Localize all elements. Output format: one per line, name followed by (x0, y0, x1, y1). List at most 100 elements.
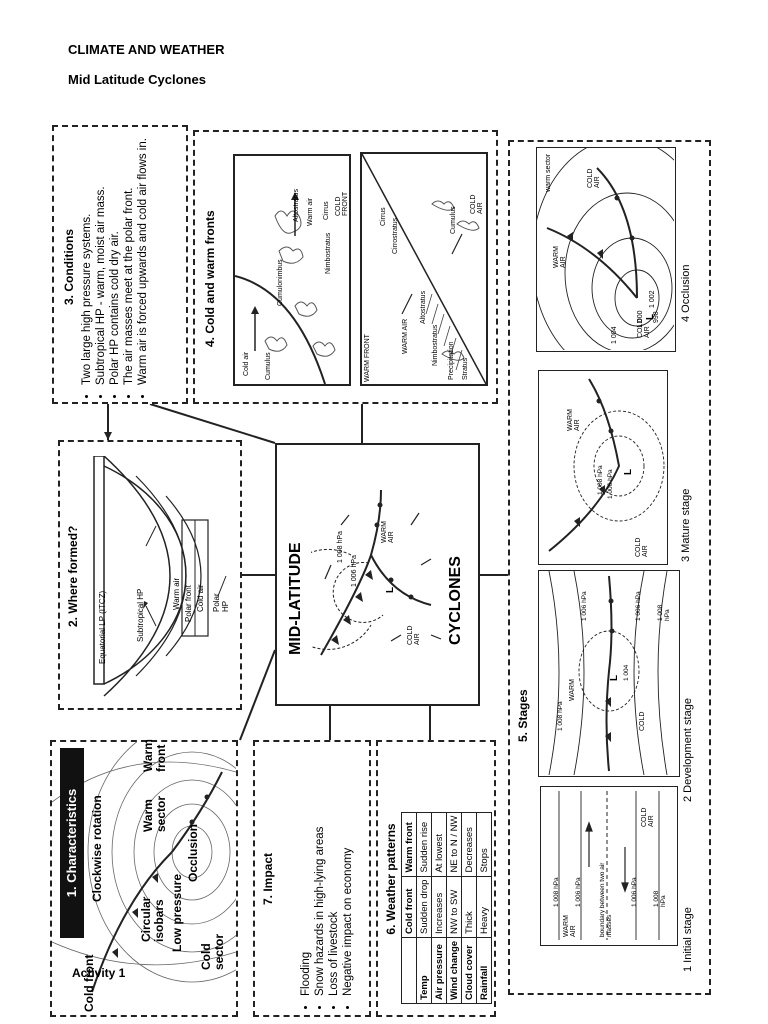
table-row: Temp Sudden drop Sudden rise (416, 812, 432, 1004)
activity-label: Activity 1 (72, 966, 126, 980)
table-cell: Cold front (401, 876, 417, 938)
development-diagram (548, 570, 668, 776)
conditions-bullet: Subtropical HP - warm, moist air mass. (94, 135, 108, 385)
mature-panel: WARM AIR COLD AIR 1 008 hPa 1 006 hPa L (538, 370, 668, 565)
characteristics-label: Circular isobars (139, 896, 166, 942)
mature-cold: COLD AIR (635, 537, 649, 557)
center-low: L (385, 586, 396, 593)
table-cell: Sudden drop (416, 876, 432, 938)
initial-isobar: 1 008 hPa (653, 890, 667, 907)
development-panel: 1 008 hPa 1 006 hPa 1 004 1 006 hPa 1 00… (538, 570, 680, 777)
conditions-content: 3. Conditions Two large high pressure sy… (62, 135, 184, 399)
occlusion-caption: 4 Occlusion (680, 264, 692, 322)
table-cell: Warm front (401, 812, 417, 877)
characteristics-label: Warm sector (141, 795, 168, 832)
initial-boundary: boundary between two air masses (599, 862, 613, 937)
center-box: MID-LATITUDE CYCLONES 1 008 hPa 1 006 hP… (275, 443, 480, 706)
cold-front-label: Cumulonimbus (277, 259, 284, 306)
mature-caption: 3 Mature stage (680, 488, 692, 562)
characteristics-label: Warm front (141, 739, 168, 772)
fronts-title: 4. Cold and warm fronts (203, 210, 217, 347)
cold-front-panel: COLD FRONT Cirrus Warm air Altostratus C… (233, 154, 351, 386)
characteristics-title: 1. Characteristics (60, 748, 84, 938)
where-label: Polar HP (212, 593, 230, 612)
occlusion-label: 1 000 (637, 310, 644, 328)
warm-front-label: Cirrostratus (392, 217, 399, 254)
development-isobar: 1 008 hPa (557, 701, 564, 731)
conditions-bullet: Warm air is forced upwards and cold air … (136, 135, 150, 385)
table-cell: NW to SW (446, 876, 462, 938)
warm-front-label: Precipitation (448, 341, 455, 380)
cold-front-diagram (234, 192, 336, 385)
occlusion-label: 1 004 (611, 326, 618, 344)
conditions-bullet: Polar HP contains cold dry air. (108, 135, 122, 385)
characteristics-label: Cold sector (199, 933, 226, 970)
occlusion-label: COLD AIR (587, 168, 601, 188)
initial-isobar: 1 008 hPa (553, 877, 560, 907)
development-isobar: 1 004 (623, 664, 630, 681)
table-cell: At lowest (431, 812, 447, 877)
initial-cold: COLD AIR (641, 807, 655, 827)
initial-warm: WARM AIR (563, 915, 577, 937)
warm-front-label: COLD AIR (470, 194, 484, 214)
center-cold-air: COLD AIR (407, 625, 421, 645)
table-cell: Air pressure (431, 937, 447, 1004)
table-cell: Decreases (461, 812, 477, 877)
warm-front-diagram (361, 153, 487, 385)
table-cell (401, 937, 417, 1004)
warm-front-label: Cirrus (380, 207, 387, 226)
where-formed-title: 2. Where formed? (66, 525, 80, 627)
stages-box: 5. Stages COLD AIR warm sector WARM AIR … (508, 137, 713, 995)
development-isobar: 1 008 hPa (657, 604, 671, 621)
table-cell: Heavy (476, 876, 492, 938)
cold-front-heading: COLD FRONT (335, 191, 349, 216)
conditions-bullet: The air masses meet at the polar front. (122, 135, 136, 385)
occlusion-label: 1 002 (649, 290, 656, 308)
cold-front-label: Warm air (307, 197, 314, 226)
mature-diagram (548, 378, 665, 552)
development-cold: COLD (639, 711, 646, 731)
where-label: Equatorial LP (ITCZ) (98, 590, 107, 664)
cold-front-label: Cirrus (323, 201, 330, 220)
cold-front-label: Cumulus (265, 352, 272, 380)
characteristics-label: Clockwise rotation (90, 795, 104, 902)
development-isobar: 1 006 hPa (635, 591, 642, 621)
cold-front-label: Nimbostratus (325, 232, 332, 274)
table-cell: Increases (431, 876, 447, 938)
fronts-box: 4. Cold and warm fronts COLD FRONT Cirru… (193, 130, 498, 404)
weather-title: 6. Weather patterns (384, 823, 398, 935)
center-warm-air: WARM AIR (381, 521, 395, 543)
conditions-box: 3. Conditions Two large high pressure sy… (52, 125, 188, 404)
table-cell: Cloud cover (461, 937, 477, 1004)
warm-front-label: Stratus (462, 357, 469, 380)
table-cell: Thick (461, 876, 477, 938)
table-row: Cold front Warm front (401, 812, 417, 1004)
stages-title: 5. Stages (516, 689, 530, 742)
characteristics-box: 1. Characteristics Clockwise rotation Wa… (50, 739, 238, 1017)
conditions-title: 3. Conditions (62, 229, 76, 305)
cold-front-label: Altostratus (293, 188, 300, 222)
impact-bullet: Loss of livestock (327, 748, 341, 996)
warm-front-label: Altostratus (420, 290, 427, 324)
occlusion-label: WARM AIR (553, 246, 567, 268)
mature-low: L (623, 468, 634, 475)
initial-panel: 1 008 hPa 1 006 hPa 1 006 hPa 1 008 hPa … (540, 786, 678, 946)
where-label: Warm air (172, 577, 181, 610)
where-label: Cold air (196, 584, 205, 612)
center-isobar: 1 008 hPa (337, 531, 344, 563)
development-low: L (609, 674, 620, 681)
table-cell: Stops (476, 812, 492, 877)
where-label: Subtropical HP (136, 588, 145, 642)
where-formed-diagram (93, 456, 227, 697)
impact-list: Flooding Snow hazards in high-lying area… (299, 748, 355, 1010)
table-row: Air pressure Increases At lowest (431, 812, 447, 1004)
warm-front-heading: WARM FRONT (364, 334, 371, 382)
weather-content: 6. Weather patterns Cold front Warm fron… (384, 754, 492, 1004)
initial-isobar: 1 006 hPa (631, 877, 638, 907)
development-caption: 2 Development stage (682, 698, 694, 802)
characteristics-label: Occlusion (186, 823, 200, 882)
table-row: Wind change NW to SW NE to N / NW (446, 812, 462, 1004)
table-cell: Wind change (446, 937, 462, 1004)
impact-bullet: Negative impact on economy (341, 748, 355, 996)
